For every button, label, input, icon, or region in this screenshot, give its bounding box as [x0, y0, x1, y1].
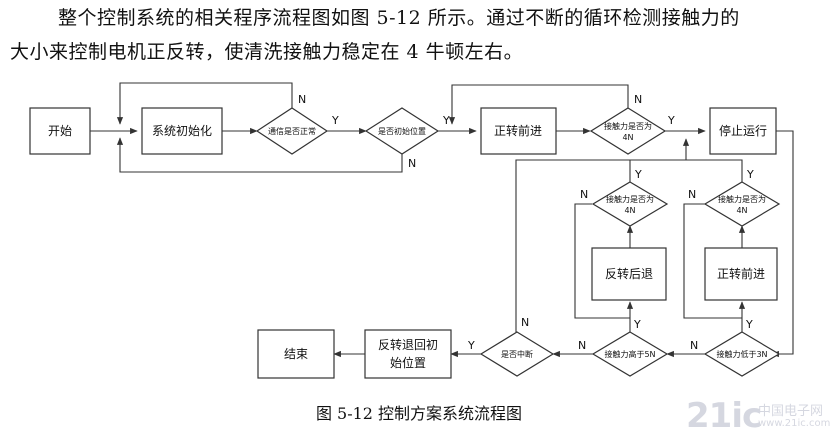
interrupt-no-label: N	[521, 316, 529, 329]
below-3n-no-label: N	[690, 339, 698, 352]
above-5n-yes-label: Y	[633, 318, 641, 331]
figure-caption: 图 5-12 控制方案系统流程图	[315, 404, 523, 423]
watermark-url: www.21ic.com	[758, 418, 831, 429]
reverse-return-label-2: 始位置	[390, 355, 426, 370]
force-4n-right-yes-label: Y	[746, 168, 754, 181]
force-4n-left-label-2: 4N	[624, 206, 635, 215]
stop-label: 停止运行	[719, 123, 767, 138]
reverse-back-label: 反转后退	[605, 266, 653, 281]
comm-check-decision: 通信是否正常	[255, 107, 329, 155]
flow-connectors	[90, 82, 794, 358]
init-pos-yes-label: Y	[442, 114, 450, 127]
init-pos-label: 是否初始位置	[378, 126, 426, 136]
below-3n-label: 接触力低于3N	[716, 349, 767, 359]
force-4n-left-no-label: N	[580, 188, 588, 201]
reverse-return-label-1: 反转退回初	[378, 337, 438, 352]
branch-labels: N Y N Y N Y Y N Y N Y N Y N N Y	[298, 93, 754, 352]
comm-check-label: 通信是否正常	[268, 126, 316, 136]
watermark-logo: 21ic 中国电子网 www.21ic.com	[686, 396, 834, 438]
force-4n-decision: 接触力是否为 4N	[589, 107, 667, 155]
below-3n-yes-label: Y	[745, 318, 753, 331]
above-5n-no-label: N	[578, 339, 586, 352]
force-4n-left-yes-label: Y	[634, 168, 642, 181]
watermark-side: 中国电子网	[758, 404, 824, 419]
forward-label: 正转前进	[494, 123, 542, 138]
force-4n-right-decision: 接触力是否为 4N	[703, 181, 781, 227]
force-4n-no-label: N	[634, 93, 642, 106]
force-4n-left-label-1: 接触力是否为	[606, 194, 654, 204]
force-4n-right-no-label: N	[688, 188, 696, 201]
end-node: 结束	[257, 329, 335, 379]
force-4n-left-decision: 接触力是否为 4N	[591, 181, 669, 227]
reverse-return-node: 反转退回初 始位置	[364, 329, 452, 379]
forward-node: 正转前进	[480, 107, 557, 155]
comm-yes-label: Y	[331, 114, 339, 127]
force-4n-label-2: 4N	[622, 133, 633, 142]
body-paragraph-line-2: 大小来控制电机正反转，使清洗接触力稳定在 4 牛顿左右。	[10, 41, 524, 63]
interrupt-decision: 是否中断	[479, 331, 555, 377]
end-label: 结束	[284, 347, 308, 361]
force-4n-yes-label: Y	[667, 114, 675, 127]
above-5n-decision: 接触力高于5N	[591, 331, 669, 377]
interrupt-yes-label: Y	[467, 339, 475, 352]
init-label: 系统初始化	[152, 124, 212, 138]
interrupt-label: 是否中断	[501, 349, 533, 359]
init-node: 系统初始化	[141, 107, 223, 155]
start-label: 开始	[48, 124, 72, 138]
watermark-main: 21ic	[686, 396, 762, 436]
forward-right-node: 正转前进	[704, 247, 778, 301]
init-pos-decision: 是否初始位置	[364, 107, 440, 155]
init-pos-no-label: N	[408, 157, 416, 170]
above-5n-label: 接触力高于5N	[604, 349, 655, 359]
forward-right-label: 正转前进	[717, 266, 765, 281]
force-4n-label-1: 接触力是否为	[604, 121, 652, 131]
force-4n-right-label-1: 接触力是否为	[718, 194, 766, 204]
reverse-back-node: 反转后退	[591, 247, 667, 301]
comm-no-label: N	[298, 93, 306, 106]
body-paragraph-line-1: 整个控制系统的相关程序流程图如图 5-12 所示。通过不断的循环检测接触力的	[58, 7, 740, 29]
force-4n-right-label-2: 4N	[736, 206, 747, 215]
below-3n-decision: 接触力低于3N	[703, 331, 781, 377]
start-node: 开始	[29, 107, 91, 155]
stop-node: 停止运行	[709, 107, 777, 155]
